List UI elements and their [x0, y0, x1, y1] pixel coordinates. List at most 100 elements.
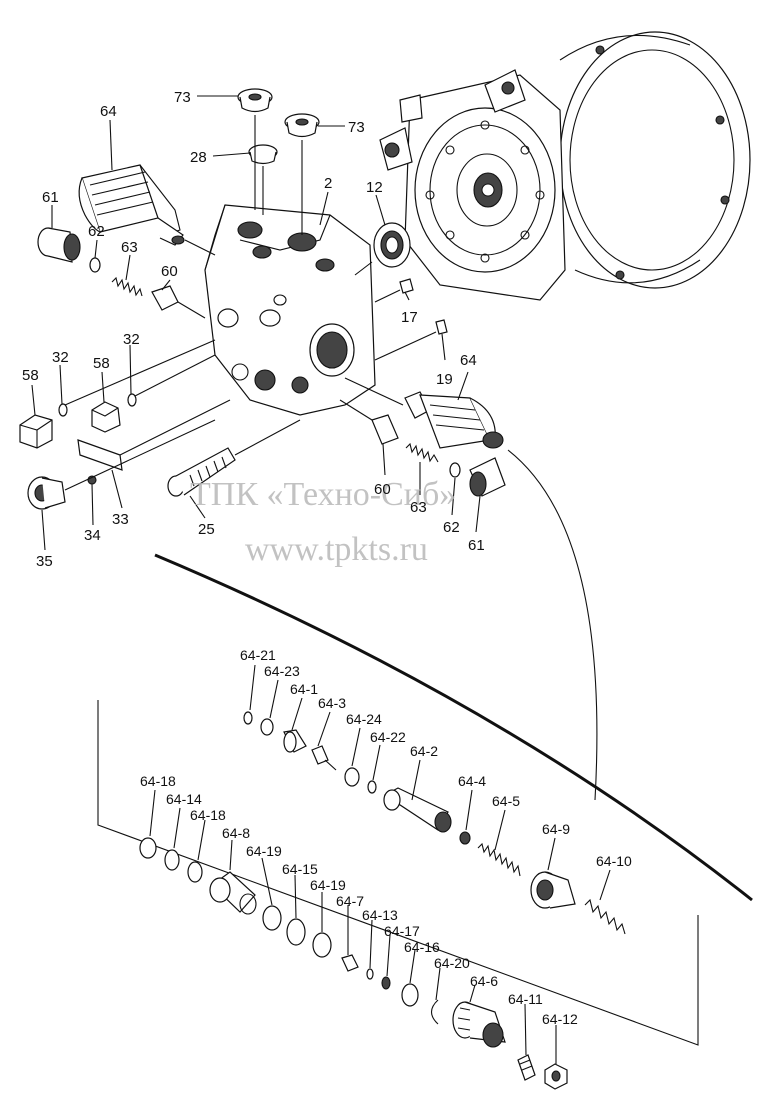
- relief-valve-part-64-lower: [344, 377, 504, 449]
- motor-flange-assembly: [379, 31, 751, 301]
- callout-63-lower: 63: [410, 499, 427, 516]
- spring-64-10: [584, 898, 626, 935]
- callout-32-right: 32: [123, 331, 140, 348]
- cap-part-73-right: [284, 113, 320, 138]
- callout-64-1: 64-1: [290, 681, 318, 697]
- callout-62-upper: 62: [88, 223, 105, 240]
- pin-part-17: [374, 278, 414, 303]
- ring-64-18-left: [139, 837, 157, 859]
- plug-part-61-lower: [469, 457, 506, 497]
- callout-63-upper: 63: [121, 239, 138, 256]
- callout-64-16: 64-16: [404, 939, 440, 955]
- bolt-part-25: [167, 419, 301, 497]
- washer-part-32-left: [58, 403, 68, 417]
- spring-part-63-lower: [405, 442, 439, 463]
- ring-64-23: [260, 718, 274, 736]
- oring-part-62-lower: [449, 462, 461, 478]
- callout-58-left: 58: [22, 367, 39, 384]
- callout-12: 12: [366, 179, 383, 196]
- callout-17: 17: [401, 309, 418, 326]
- callout-34: 34: [84, 527, 101, 544]
- callout-64-19-left: 64-19: [246, 843, 282, 859]
- bearing-part-12: [354, 222, 411, 276]
- part-64-17: [381, 976, 391, 990]
- callout-64-6: 64-6: [470, 973, 498, 989]
- callout-64-10: 64-10: [596, 853, 632, 869]
- callout-32-left: 32: [52, 349, 69, 366]
- callout-64-20: 64-20: [434, 955, 470, 971]
- part-64-11: [517, 1054, 536, 1081]
- part-64-8: [209, 871, 257, 915]
- valve-housing-part-2: [204, 204, 376, 416]
- callout-64-23: 64-23: [264, 663, 300, 679]
- callout-60-upper: 60: [161, 263, 178, 280]
- callout-60-lower: 60: [374, 481, 391, 498]
- ring-64-19-right: [312, 932, 332, 958]
- part-64-4: [459, 831, 471, 845]
- callout-58-right: 58: [93, 355, 110, 372]
- callout-64-13: 64-13: [362, 907, 398, 923]
- ring-64-18-right: [187, 861, 203, 883]
- callout-64-11: 64-11: [508, 991, 543, 1007]
- oring-part-62-upper: [89, 257, 101, 273]
- pin-part-19: [374, 319, 448, 361]
- nut-64-12: [544, 1063, 568, 1090]
- cap-part-28: [248, 144, 278, 165]
- plug-part-58-right: [91, 401, 121, 433]
- callout-2: 2: [324, 175, 332, 192]
- callout-33: 33: [112, 511, 129, 528]
- callout-64-4: 64-4: [458, 773, 486, 789]
- ring-64-19-left: [262, 905, 282, 931]
- callout-64-18-right: 64-18: [190, 807, 226, 823]
- callout-73-left: 73: [174, 89, 191, 106]
- piston-part-60-lower: [339, 399, 399, 445]
- oring-64-21: [243, 711, 253, 725]
- spring-part-63-upper: [111, 276, 143, 297]
- part-64-9: [530, 871, 576, 909]
- callout-64-19-right: 64-19: [310, 877, 346, 893]
- part-64-3: [311, 745, 337, 771]
- callout-64-14: 64-14: [166, 791, 202, 807]
- callout-62-lower: 62: [443, 519, 460, 536]
- part-64-6: [452, 1001, 506, 1048]
- piston-part-60-upper: [151, 285, 206, 319]
- oring-64-22: [367, 780, 377, 794]
- breakout-leader-curve: [507, 449, 598, 801]
- callout-25: 25: [198, 521, 215, 538]
- callout-61-upper: 61: [42, 189, 59, 206]
- callout-64-17: 64-17: [384, 923, 420, 939]
- callout-73-right: 73: [348, 119, 365, 136]
- cap-part-35: [27, 419, 216, 510]
- plug-part-58-left: [19, 414, 53, 449]
- part-64-2: [383, 787, 452, 833]
- callout-64-9: 64-9: [542, 821, 570, 837]
- callout-64-8: 64-8: [222, 825, 250, 841]
- watermark-url: www.tpkts.ru: [245, 531, 428, 568]
- callout-64-24: 64-24: [346, 711, 382, 727]
- ring-64-15: [286, 918, 306, 946]
- part-64-1: [283, 729, 307, 753]
- breakout-frame-curve: [154, 553, 753, 902]
- watermark-company: ТПК «Техно-Сиб»: [190, 476, 456, 513]
- callout-64-18-left: 64-18: [140, 773, 176, 789]
- callout-35: 35: [36, 553, 53, 570]
- ring-64-24: [344, 767, 360, 787]
- cap-part-73-left: [237, 88, 273, 113]
- callout-64-12: 64-12: [542, 1011, 578, 1027]
- callout-64-upper: 64: [100, 103, 117, 120]
- plug-part-61-upper: [37, 227, 81, 263]
- spring-64-5: [477, 842, 521, 877]
- callout-64-lower: 64: [460, 352, 477, 369]
- callout-64-22: 64-22: [370, 729, 406, 745]
- callout-64-2: 64-2: [410, 743, 438, 759]
- callout-64-21: 64-21: [240, 647, 276, 663]
- callout-64-15: 64-15: [282, 861, 318, 877]
- callout-28: 28: [190, 149, 207, 166]
- callout-64-5: 64-5: [492, 793, 520, 809]
- plate-part-33: [77, 399, 231, 471]
- callout-64-7: 64-7: [336, 893, 364, 909]
- ring-64-16: [401, 983, 419, 1007]
- callout-19: 19: [436, 371, 453, 388]
